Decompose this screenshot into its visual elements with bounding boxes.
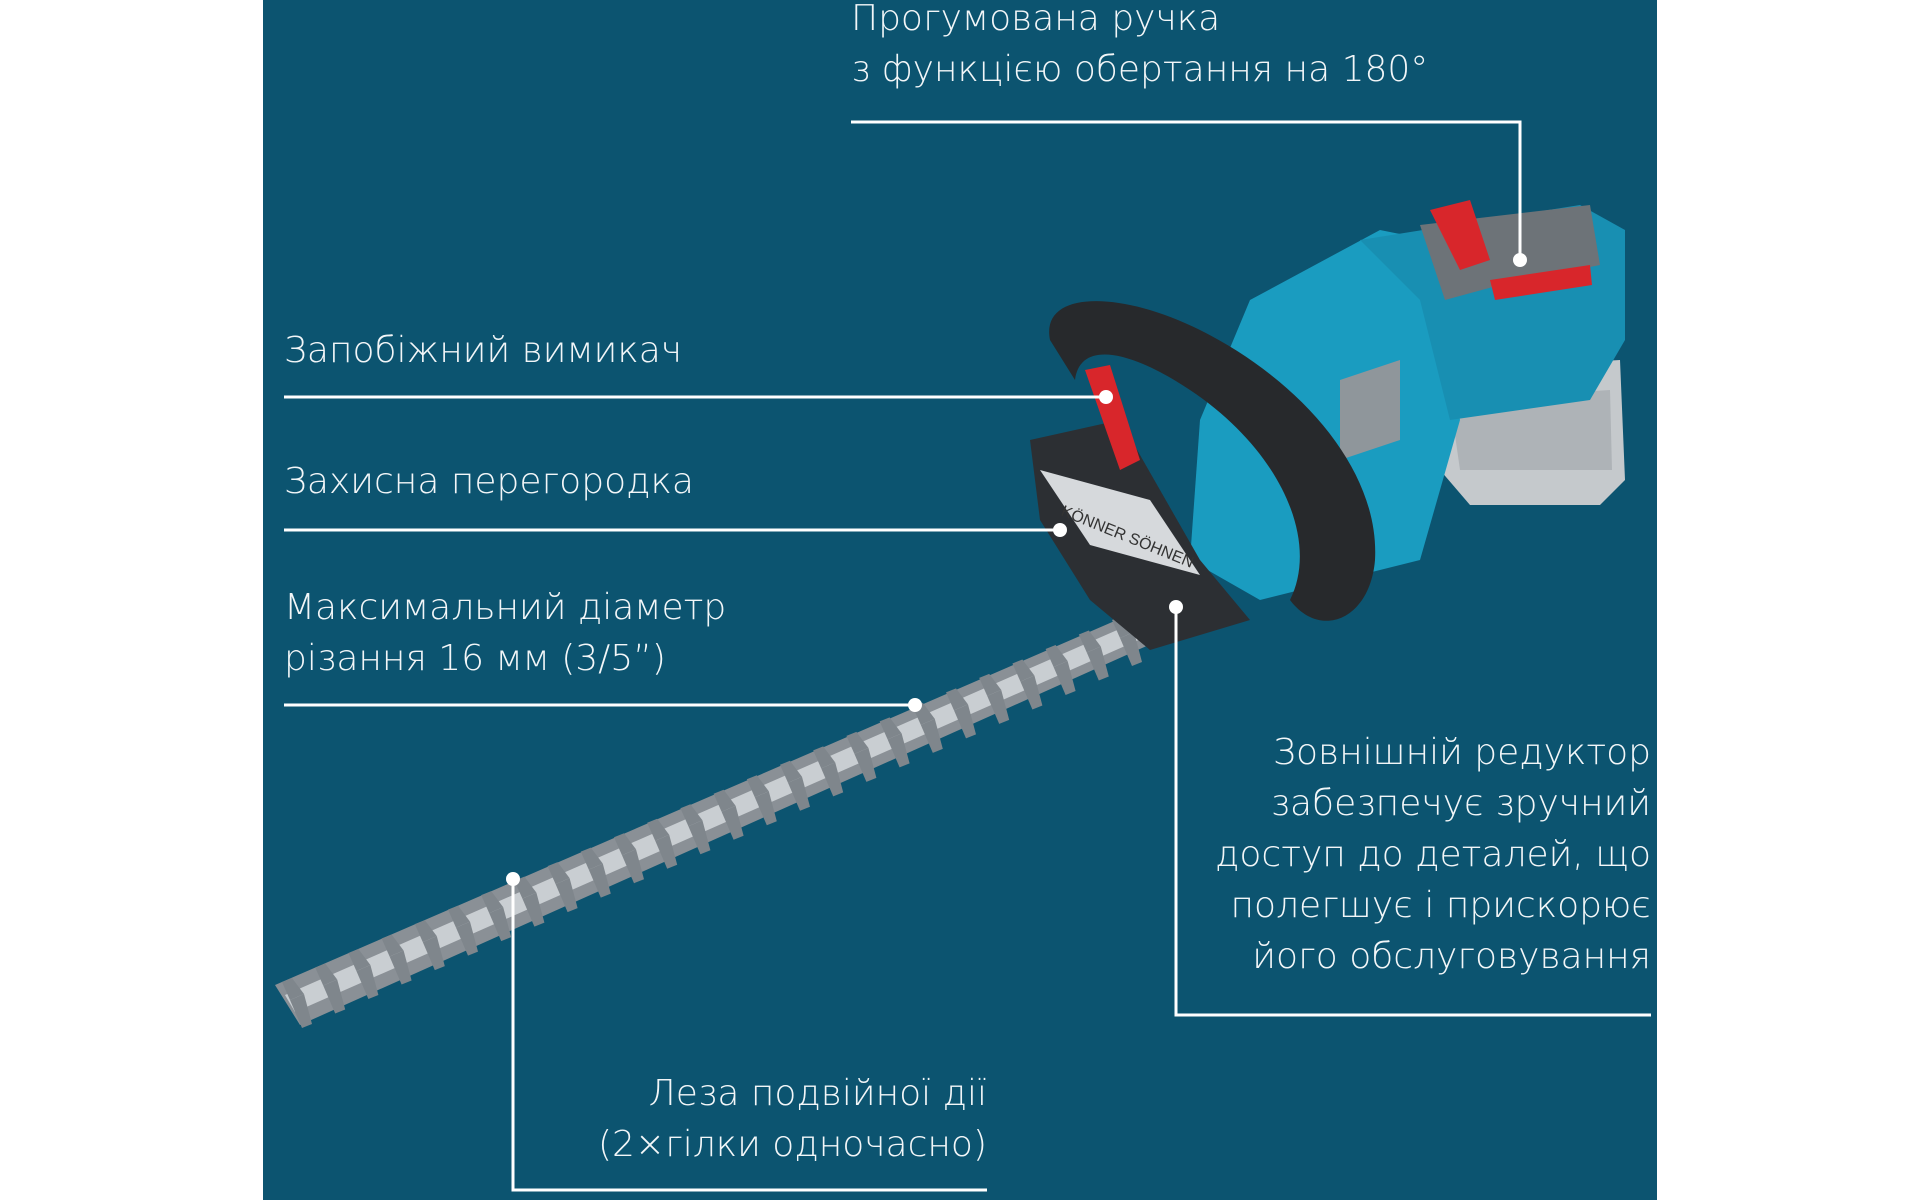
blade-tooth [879,717,902,740]
blade-tooth [547,862,570,885]
blade-tooth [381,934,404,957]
callout-handle: Прогумована ручка з функцією обертання н… [851,0,1428,95]
blade-tooth [456,921,478,956]
callout-blades: Леза подвійної дії (2×гілки одночасно) [598,1068,987,1170]
callout-text: (2×гілки одночасно) [597,1124,987,1165]
callout-lines [284,120,1651,1192]
callout-text: Запобіжний вимикач [284,330,683,371]
callout-dot-blades [506,872,520,886]
blade-tooth [348,949,371,972]
callout-text: Захисна перегородка [284,461,694,502]
product-infographic: KÖNNER SÖHNEN Прогумована ручка з функці… [263,0,1657,1200]
blade-tooth [622,849,644,884]
blade-tooth [887,733,910,768]
blade-tooth [1078,630,1101,653]
callout-text: забезпечує зручний [1270,783,1651,824]
blade-tooth [987,689,1010,724]
blade-tooth [1020,675,1043,710]
blade-tooth [754,791,777,826]
blade-tooth [680,804,703,827]
callout-text: з функцією обертання на 180° [851,49,1429,90]
blade-tooth [1045,644,1068,667]
blade-tooth [1086,646,1109,681]
callout-text: Леза подвійної дії [648,1073,987,1114]
blade-tooth [846,731,869,754]
callout-text: Максимальний діаметр [284,587,727,628]
blade-tooth [721,805,744,840]
callout-guard: Захисна перегородка [284,456,694,507]
blade-tooth [522,892,545,927]
blade-tooth [821,762,844,797]
blade-tooth [655,834,678,869]
callout-text: полегшує і прискорює [1230,885,1651,926]
blade-tooth [389,950,412,985]
callout-text: різання 16 мм (3/5”) [284,638,666,679]
blade-tooth [588,863,611,898]
callout-text: Прогумована ручка [851,0,1221,39]
hedge-trimmer-illustration: KÖNNER SÖHNEN [275,120,1651,1192]
blade-tooth [1120,632,1142,666]
callout-text: його обслуговування [1252,936,1651,977]
blade-tooth [1012,659,1035,682]
blade-tooth [414,920,437,943]
callout-dot-gearbox [1169,600,1183,614]
blade-tooth [788,776,810,811]
blade-tooth [688,820,711,855]
callout-dots [506,253,1527,886]
blade-tooth [514,876,537,899]
blade-tooth [854,747,877,782]
blade-tooth [920,718,943,753]
callout-gearbox: Зовнішній редуктор забезпечує зручний до… [1215,727,1651,982]
blade-tooth [813,746,836,769]
callout-dot-switch [1099,390,1113,404]
blade-tooth [954,704,976,739]
blade-tooth [713,789,736,812]
blade-tooth [489,907,512,942]
blade-tooth [481,891,504,914]
motor-housing [1190,200,1625,600]
hand-guard: KÖNNER SÖHNEN [1030,420,1250,650]
callout-dot-guard [1053,523,1067,537]
callout-text: доступ до деталей, що [1215,834,1651,875]
blade-tooth [580,847,603,870]
blade-tooth [780,760,802,783]
callout-dot-diameter [908,698,922,712]
blade-tooth [282,978,304,1000]
callout-text: Зовнішній редуктор [1273,732,1651,773]
callout-safety-switch: Запобіжний вимикач [284,325,682,376]
front-handle [1049,301,1376,621]
blade-tooth [290,994,312,1028]
blade-tooth [614,833,636,856]
blade-tooth [422,936,445,971]
blade-tooth [946,688,968,711]
blade-tooth [746,775,769,798]
blade-tooth [448,905,470,928]
blade-tooth [315,963,338,986]
blade-tooth [647,818,670,841]
blade-tooth [356,965,379,1000]
blade-tooth [1053,660,1076,695]
blade-tooth [555,878,578,913]
callout-dot-handle [1513,253,1527,267]
callout-diameter: Максимальний діаметр різання 16 мм (3/5”… [284,582,726,684]
blade-tooth [323,979,346,1014]
blade [275,610,1160,1028]
blade-tooth [979,673,1002,696]
